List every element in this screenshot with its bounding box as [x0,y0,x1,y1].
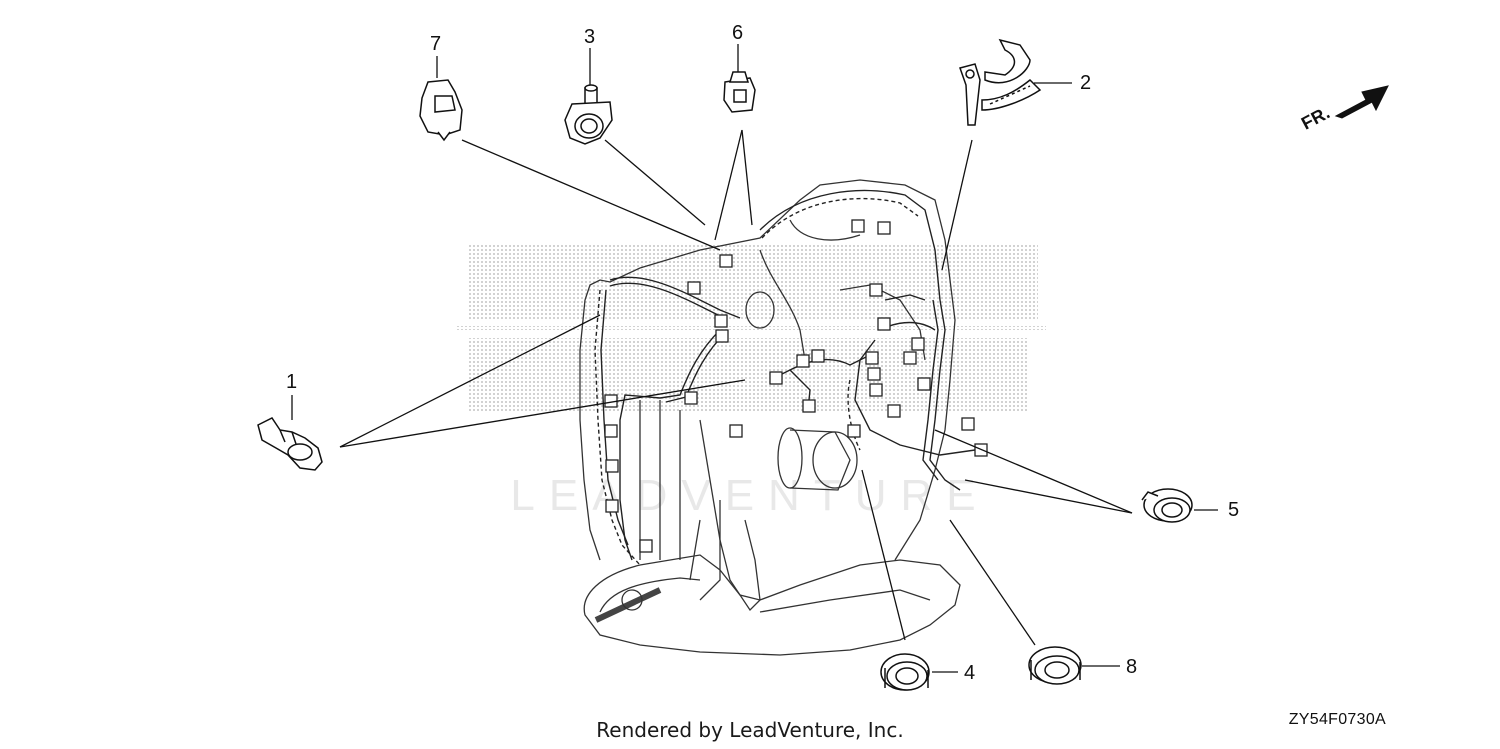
part-8-clamp-icon[interactable] [1028,646,1082,685]
harness-connectors [604,219,988,553]
callout-6[interactable]: 6 [732,22,744,44]
part-2-harness-band-icon[interactable] [959,38,1042,126]
callout-4[interactable]: 4 [964,662,976,684]
diagram-code: ZY54F0730A [1288,711,1386,728]
watermark-logo: LEADVENTURE [456,245,1046,520]
part-4-clamp-icon[interactable] [880,653,930,691]
engine-body-outline [579,179,961,656]
callout-5[interactable]: 5 [1228,499,1240,521]
leader-lines [291,44,1218,673]
callout-8[interactable]: 8 [1126,656,1138,678]
wire-harness [594,189,976,566]
forward-arrow-icon [1334,85,1389,119]
footer-credit: Rendered by LeadVenture, Inc. [596,718,904,742]
callout-3[interactable]: 3 [584,26,596,48]
part-6-clip-icon[interactable] [723,71,756,113]
part-7-clip-icon[interactable] [419,79,463,142]
part-1-wire-clamp-icon[interactable] [257,417,323,471]
callout-1[interactable]: 1 [286,371,298,393]
part-3-stud-clip-icon[interactable] [564,84,613,145]
callout-2[interactable]: 2 [1080,72,1092,94]
callout-7[interactable]: 7 [430,33,442,55]
watermark-text: LEADVENTURE [510,471,989,520]
part-5-grommet-icon[interactable] [1141,488,1193,523]
